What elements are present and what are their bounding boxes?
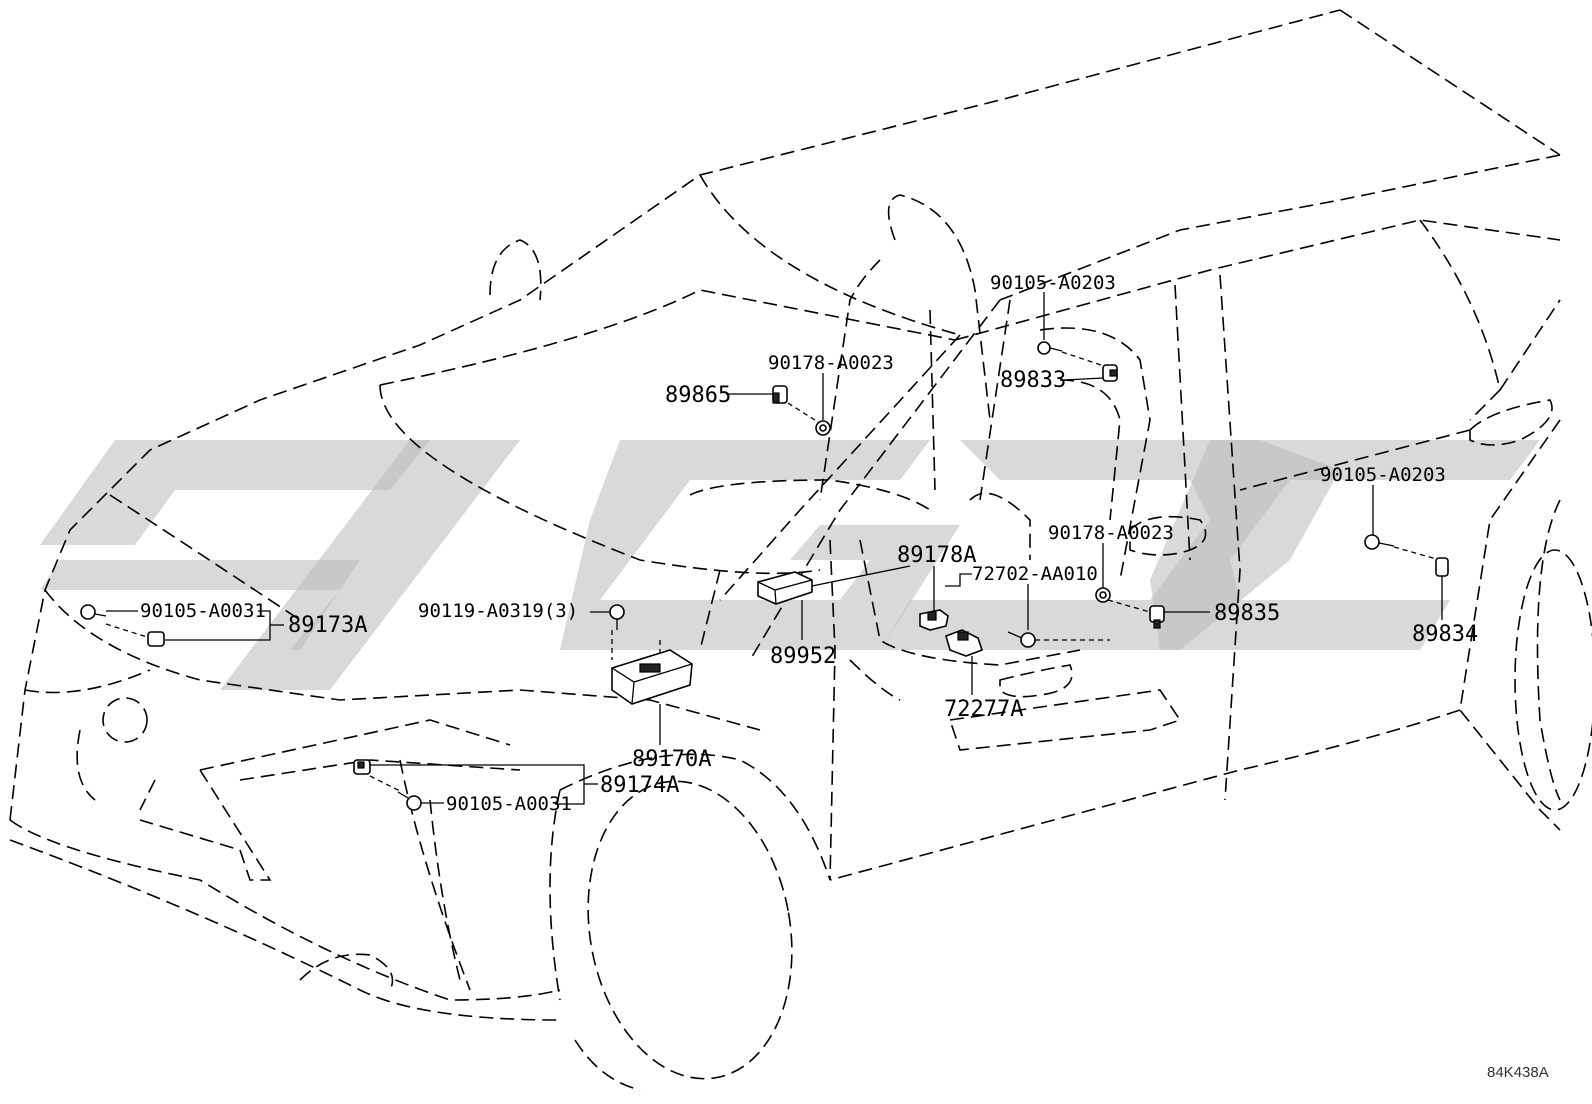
part-group-89174A: 89174A 90105-A0031 <box>353 759 679 815</box>
label-89833[interactable]: 89833 <box>1000 368 1066 393</box>
label-89178A[interactable]: 89178A <box>897 543 976 568</box>
sensor-icon <box>1149 605 1165 629</box>
sensor-icon <box>772 385 788 404</box>
bolt-icon <box>1364 534 1395 550</box>
watermark-logo <box>40 440 1540 690</box>
vehicle-outline <box>9 9 1592 1091</box>
sensor-icon <box>147 631 165 647</box>
part-group-90119-A0319: 90119-A0319(3) <box>418 600 661 668</box>
part-group-72277A: 72277A <box>944 629 1023 722</box>
label-72277A[interactable]: 72277A <box>944 697 1023 722</box>
label-89834[interactable]: 89834 <box>1412 622 1478 647</box>
part-group-89952: 89952 <box>757 565 911 669</box>
part-group-72702-AA010: 72702-AA010 <box>945 563 1110 648</box>
label-90105-A0203-right[interactable]: 90105-A0203 <box>1320 464 1446 486</box>
label-90105-A0031-bottom[interactable]: 90105-A0031 <box>446 793 572 815</box>
part-group-89835: 90178-A0023 89835 <box>1048 522 1280 629</box>
sensor-icon <box>353 759 371 775</box>
part-group-89173A: 90105-A0031 89173A <box>80 600 367 647</box>
sensor-icon <box>945 629 984 657</box>
sensor-icon <box>1102 364 1118 382</box>
label-90178-A0023-mid[interactable]: 90178-A0023 <box>1048 522 1174 544</box>
part-group-89865: 90178-A0023 89865 <box>665 352 894 436</box>
bolt-icon <box>609 604 625 630</box>
label-89173A[interactable]: 89173A <box>288 613 367 638</box>
part-group-89170A: 89170A <box>611 649 711 772</box>
label-89174A[interactable]: 89174A <box>600 773 679 798</box>
label-89865[interactable]: 89865 <box>665 383 731 408</box>
part-group-89833: 90105-A0203 89833 <box>990 272 1118 393</box>
sensor-icon <box>1435 557 1449 577</box>
bolt-icon <box>1037 341 1063 355</box>
diagram-reference: 84K438A <box>1487 1064 1549 1081</box>
part-group-89834: 90105-A0203 89834 <box>1320 464 1478 647</box>
label-89170A[interactable]: 89170A <box>632 747 711 772</box>
sensor-icon <box>919 609 949 631</box>
label-89952[interactable]: 89952 <box>770 644 836 669</box>
airbag-ecu-icon <box>611 649 693 705</box>
label-90105-A0031-top[interactable]: 90105-A0031 <box>140 600 266 622</box>
label-90178-A0023-top[interactable]: 90178-A0023 <box>768 352 894 374</box>
label-89835[interactable]: 89835 <box>1214 601 1280 626</box>
label-90105-A0203-top[interactable]: 90105-A0203 <box>990 272 1116 294</box>
part-group-89178A: 89178A <box>897 543 976 631</box>
bolt-icon <box>397 791 422 811</box>
clip-icon <box>1095 587 1111 603</box>
sensor-icon <box>757 571 813 605</box>
bolt-icon <box>80 604 107 620</box>
label-72702-AA010[interactable]: 72702-AA010 <box>972 563 1098 585</box>
clip-icon <box>815 420 831 436</box>
label-90119-A0319[interactable]: 90119-A0319(3) <box>418 600 578 622</box>
